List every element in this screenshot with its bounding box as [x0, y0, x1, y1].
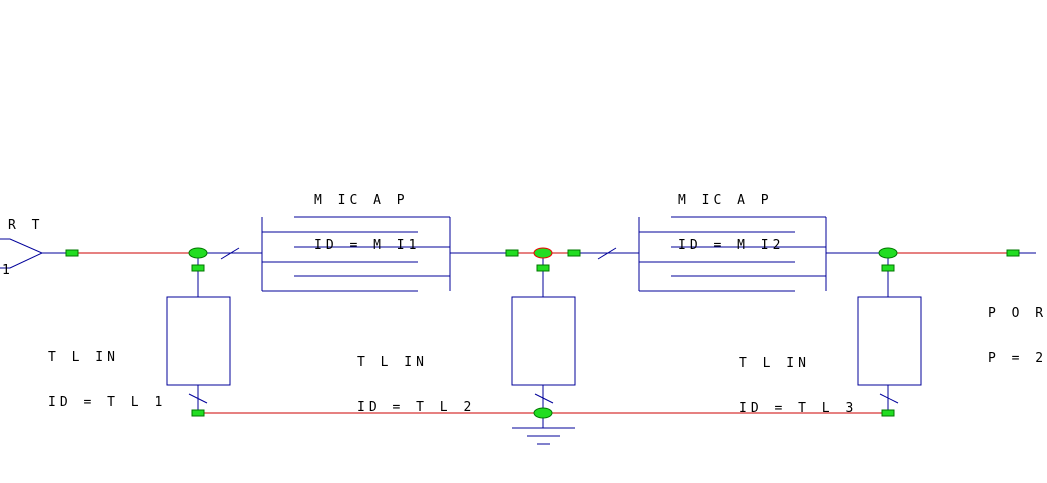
- pin-marker: [881, 264, 895, 272]
- port-2-label: P O R P = 2: [988, 276, 1047, 381]
- pin-marker: [65, 249, 79, 257]
- port-1-name: R T: [8, 218, 44, 233]
- junction-nodes: [188, 247, 898, 419]
- tlin-1-type: T L IN: [48, 350, 119, 365]
- micap-1-label: M IC A P ID = M I1: [314, 163, 420, 268]
- micap-1-type: M IC A P: [314, 193, 409, 208]
- micap-2-label: M IC A P ID = M I2: [678, 163, 784, 268]
- pin-marker: [505, 249, 519, 257]
- ground-icon[interactable]: [512, 427, 575, 445]
- tlin-2-label: T L IN ID = T L 2: [357, 325, 475, 430]
- junction-node: [878, 247, 898, 259]
- tlin-3-id: ID = T L 3: [739, 401, 858, 416]
- port-1-symbol[interactable]: [0, 238, 44, 269]
- pin-marker: [567, 249, 581, 257]
- port-2-number: P = 2: [988, 351, 1047, 366]
- micap-2-id: ID = M I2: [678, 238, 785, 253]
- pin-marker: [881, 409, 895, 417]
- tlin-3-symbol[interactable]: [857, 296, 922, 386]
- micap-1-symbol[interactable]: [261, 216, 451, 292]
- pin-marker: [191, 409, 205, 417]
- micap-2-type: M IC A P: [678, 193, 773, 208]
- pin-marker: [536, 264, 550, 272]
- junction-node-warning: [533, 247, 553, 259]
- tlin-3-label: T L IN ID = T L 3: [739, 326, 857, 431]
- junction-node: [533, 407, 553, 419]
- pin-markers: [65, 249, 1020, 417]
- tlin-1-symbol[interactable]: [166, 296, 231, 386]
- tlin-2-type: T L IN: [357, 355, 428, 370]
- tlin-1-id: ID = T L 1: [48, 395, 167, 410]
- tlin-2-symbol[interactable]: [511, 296, 576, 386]
- micap-2-symbol[interactable]: [638, 216, 827, 292]
- junction-node: [188, 247, 208, 259]
- component-leads: [42, 247, 1036, 428]
- pin-marker: [1006, 249, 1020, 257]
- tlin-3-type: T L IN: [739, 356, 810, 371]
- tlin-1-label: T L IN ID = T L 1: [48, 320, 166, 425]
- tlin-2-id: ID = T L 2: [357, 400, 476, 415]
- port-1-number: 1: [2, 263, 14, 278]
- pin-marker: [191, 264, 205, 272]
- micap-1-id: ID = M I1: [314, 238, 421, 253]
- port-2-name: P O R: [988, 306, 1047, 321]
- port-1-label: R T 1: [2, 188, 44, 293]
